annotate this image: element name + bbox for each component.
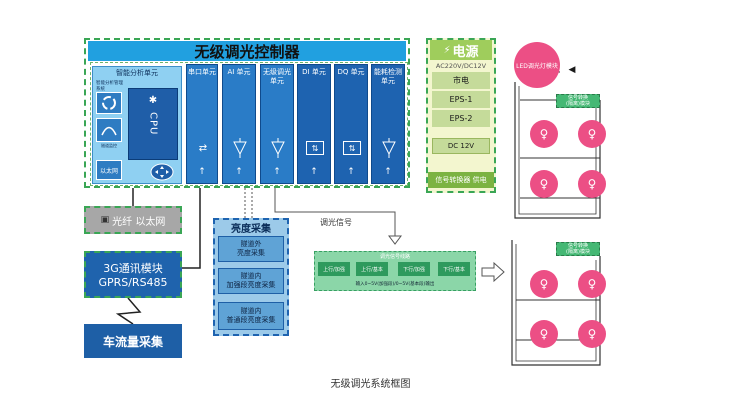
analysis-sub-label: 智能分析管理系统: [96, 81, 123, 92]
power-title: ⚡ 电源: [430, 40, 492, 60]
signal-converter-2: 信号转换 (隔离)模块: [556, 242, 600, 256]
dq-unit: DQ 单元 ⇅: [334, 64, 368, 184]
threeg-line2: GPRS/RS485: [98, 276, 168, 289]
di-unit-label: DI 单元: [302, 68, 326, 76]
controller-frame: [84, 38, 410, 188]
lamp-bulb-1: ♀: [530, 120, 558, 148]
triangle-amp-icon: [231, 137, 249, 159]
dq-unit-label: DQ 单元: [337, 68, 365, 76]
dim-cell-down-enhanced: 下行/加强: [398, 262, 430, 276]
power-item-eps1: EPS-1: [432, 91, 490, 108]
ai-unit: AI 单元: [222, 64, 256, 184]
chip-icon: ✱: [148, 94, 158, 106]
left-arrow-icon: ◀: [568, 65, 576, 75]
ethernet-icon-label: 以太网: [99, 167, 118, 175]
dim-signal-label: 调光信号: [320, 218, 352, 227]
lamp-bulb-7: ♀: [530, 320, 558, 348]
power-dc: DC 12V: [432, 138, 490, 154]
power-item-eps2: EPS-2: [432, 110, 490, 127]
output-arrows-icon: ⇅: [343, 141, 361, 155]
plug-icon: ⚡: [443, 44, 451, 56]
brightness-item-outside: 隧道外 亮度采集: [218, 236, 284, 262]
up-arrow-icon-3: ↑: [273, 167, 281, 177]
lamp-bulb-2: ♀: [578, 120, 606, 148]
power-item-mains: 市电: [432, 72, 490, 89]
energy-unit: 能耗检测 单元: [371, 64, 405, 184]
lamp-bulb-6: ♀: [578, 270, 606, 298]
lamp-bulb-5: ♀: [530, 270, 558, 298]
dimming-unit-label: 无级调光 单元: [263, 68, 291, 85]
dpad-icon: [148, 162, 176, 182]
up-arrow-icon-6: ↑: [384, 167, 392, 177]
brightness-title: 亮度采集: [231, 223, 271, 235]
power-spec: AC220V/DC12V: [435, 62, 487, 70]
analysis-unit-label: 智能分析单元: [116, 69, 158, 77]
diagram-caption: 无级调光系统框图: [330, 379, 411, 390]
serial-unit: 串口单元 ⇄: [186, 64, 218, 184]
controller-inner: [90, 62, 408, 186]
fiber-ethernet-label: 光纤 以太网: [112, 216, 166, 228]
threeg-line1: 3G通讯模块: [103, 262, 163, 275]
dim-cell-down-basic: 下行/基本: [438, 262, 470, 276]
ethernet-icon: 以太网: [96, 160, 122, 180]
triangle-amp-icon-2: [269, 137, 287, 159]
lamp-bulb-4: ♀: [578, 170, 606, 198]
power-title-text: 电源: [452, 44, 479, 60]
brightness-item-enhanced: 隧道内 加强段亮度采集: [218, 268, 284, 294]
lamp-bulb-8: ♀: [578, 320, 606, 348]
di-unit: DI 单元 ⇅: [297, 64, 331, 184]
swap-arrows-icon: ⇄: [198, 142, 208, 154]
signal-converter-1: 信号转换 (隔离)模块: [556, 94, 600, 108]
fiber-ethernet-box: ▣ 光纤 以太网: [84, 206, 182, 234]
dim-bus-title: 调光信号线路: [379, 253, 410, 260]
lamp-bulb-3: ♀: [530, 170, 558, 198]
up-arrow-icon-2: ↑: [235, 167, 243, 177]
cpu-box: CPU: [128, 88, 178, 160]
controller-title: 无级调光控制器: [88, 41, 406, 61]
serial-unit-label: 串口单元: [188, 68, 216, 76]
energy-unit-label: 能耗检测 单元: [374, 68, 402, 85]
threeg-module: 3G通讯模块 GPRS/RS485: [84, 251, 182, 298]
network-icon: ▣: [100, 215, 110, 225]
tunnel-monitor-label: 隧道监控: [101, 143, 117, 148]
input-arrows-icon: ⇅: [306, 141, 324, 155]
dim-bus-note: 输入0~5V(加强段)/0~5V(基本段)输出: [355, 282, 435, 287]
traffic-collection: 车流量采集: [84, 324, 182, 358]
up-arrow-icon-4: ↑: [310, 167, 318, 177]
power-converter-supply: 信号转换器 供电: [428, 172, 494, 188]
brightness-item-normal: 隧道内 普通段亮度采集: [218, 302, 284, 330]
dim-cell-up-basic: 上行/基本: [356, 262, 388, 276]
dim-cell-up-enhanced: 上行/加强: [318, 262, 350, 276]
up-arrow-icon: ↑: [198, 167, 206, 177]
tunnel-monitor-icon: [96, 118, 122, 142]
cpu-label: CPU: [147, 112, 159, 136]
led-lamp-label: LED调光灯模块: [516, 62, 558, 70]
dimming-unit: 无级调光 单元: [260, 64, 294, 184]
triangle-amp-icon-3: [380, 137, 398, 159]
led-lamp: LED调光灯模块: [514, 42, 560, 88]
recycle-icon: [96, 92, 122, 114]
up-arrow-icon-5: ↑: [347, 167, 355, 177]
ai-unit-label: AI 单元: [227, 68, 251, 76]
